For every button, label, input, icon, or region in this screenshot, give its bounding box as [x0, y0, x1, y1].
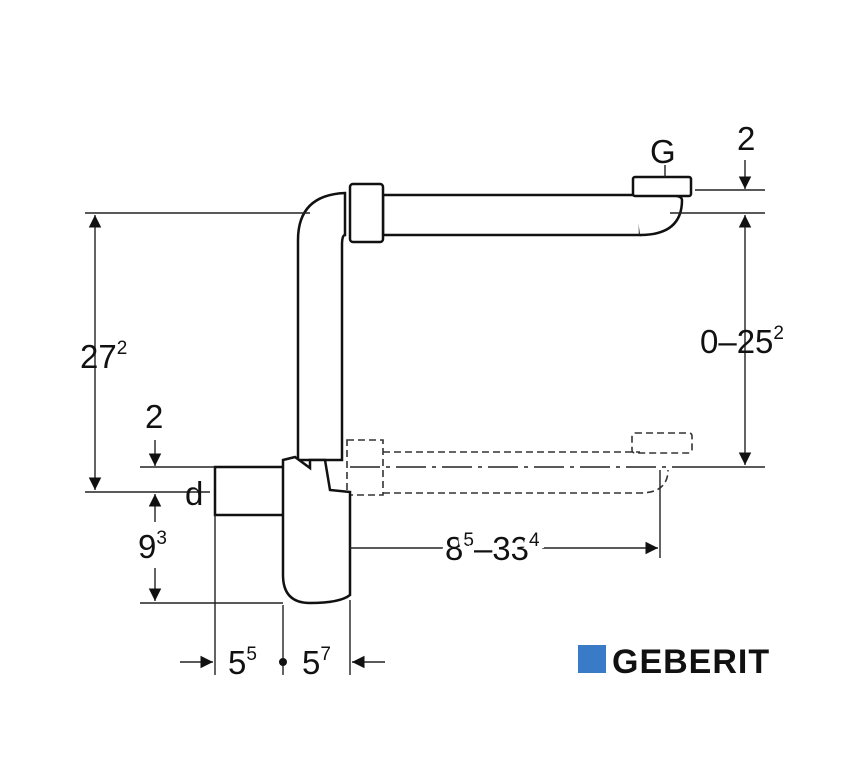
siphon-pipe [213, 175, 693, 605]
label-height-range: 0–252 [700, 323, 784, 360]
label-diameter: d [185, 475, 203, 512]
label-g: G [650, 133, 676, 170]
label-right-width: 57 [302, 644, 331, 681]
geberit-logo: GEBERIT [578, 643, 770, 681]
logo-text: GEBERIT [612, 643, 770, 681]
label-trap-depth: 93 [138, 528, 167, 565]
dimension-lines [85, 160, 765, 675]
label-inlet-gap: 2 [145, 398, 163, 435]
logo-square-icon [578, 645, 606, 673]
label-left-width: 55 [228, 644, 257, 681]
label-height-total: 272 [80, 338, 127, 375]
dashed-alternative-pipe [346, 432, 693, 496]
label-top-gap: 2 [737, 120, 755, 157]
label-length-range: 85–334 [445, 530, 540, 567]
